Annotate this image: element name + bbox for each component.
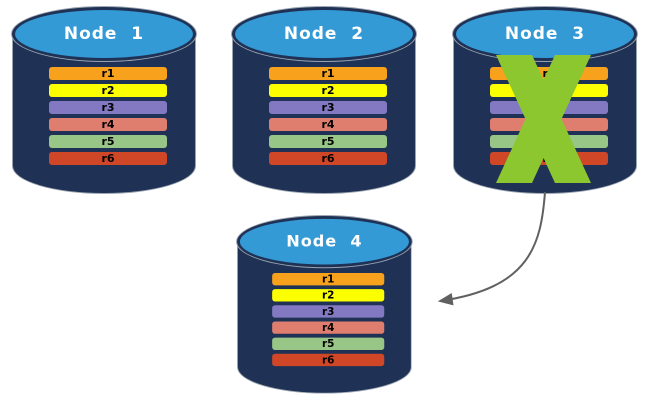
node-3-cylinder: Node 3 r1 r2 r3 r4 r5 r6 (453, 7, 637, 194)
node-2-cylinder-top: Node 2 (232, 7, 416, 61)
node-4-cylinder-top: Node 4 (237, 216, 412, 268)
node-1-label: Node 1 (63, 24, 145, 44)
replica-row-r2: r2 (49, 84, 167, 97)
node-2-row-list: r1 r2 r3 r4 r5 r6 (269, 67, 387, 165)
replica-row-r1: r1 (269, 67, 387, 80)
replica-row-r6: r6 (49, 152, 167, 165)
replica-row-r6: r6 (269, 152, 387, 165)
node-4-row-list: r1 r2 r3 r4 r5 r6 (272, 273, 385, 367)
failover-arrow-path (437, 191, 546, 306)
failure-x-icon (496, 55, 591, 183)
replica-row-r4: r4 (269, 118, 387, 131)
replica-row-r4: r4 (49, 118, 167, 131)
replica-row-r2: r2 (269, 84, 387, 97)
replica-row-r6: r6 (272, 353, 385, 367)
node-2-cylinder: Node 2 r1 r2 r3 r4 r5 r6 (232, 7, 416, 194)
node-3-cylinder-top: Node 3 (453, 7, 637, 61)
replica-row-r3: r3 (272, 305, 385, 318)
replica-row-r1: r1 (49, 67, 167, 80)
replica-row-r5: r5 (49, 135, 167, 148)
replica-row-r4: r4 (272, 321, 385, 334)
node-4-cylinder: Node 4 r1 r2 r3 r4 r5 r6 (237, 216, 412, 394)
replica-row-r5: r5 (272, 337, 385, 350)
node-3-label: Node 3 (504, 24, 586, 44)
node-1-row-list: r1 r2 r3 r4 r5 r6 (49, 67, 167, 165)
replica-row-r3: r3 (269, 101, 387, 114)
replica-row-r2: r2 (272, 289, 385, 302)
node-1-cylinder: Node 1 r1 r2 r3 r4 r5 r6 (12, 7, 196, 194)
node-2-label: Node 2 (283, 24, 365, 44)
replica-row-r1: r1 (272, 273, 385, 286)
node-1-cylinder-top: Node 1 (12, 7, 196, 61)
replica-row-r3: r3 (49, 101, 167, 114)
replica-row-r5: r5 (269, 135, 387, 148)
node-4-label: Node 4 (286, 232, 363, 252)
